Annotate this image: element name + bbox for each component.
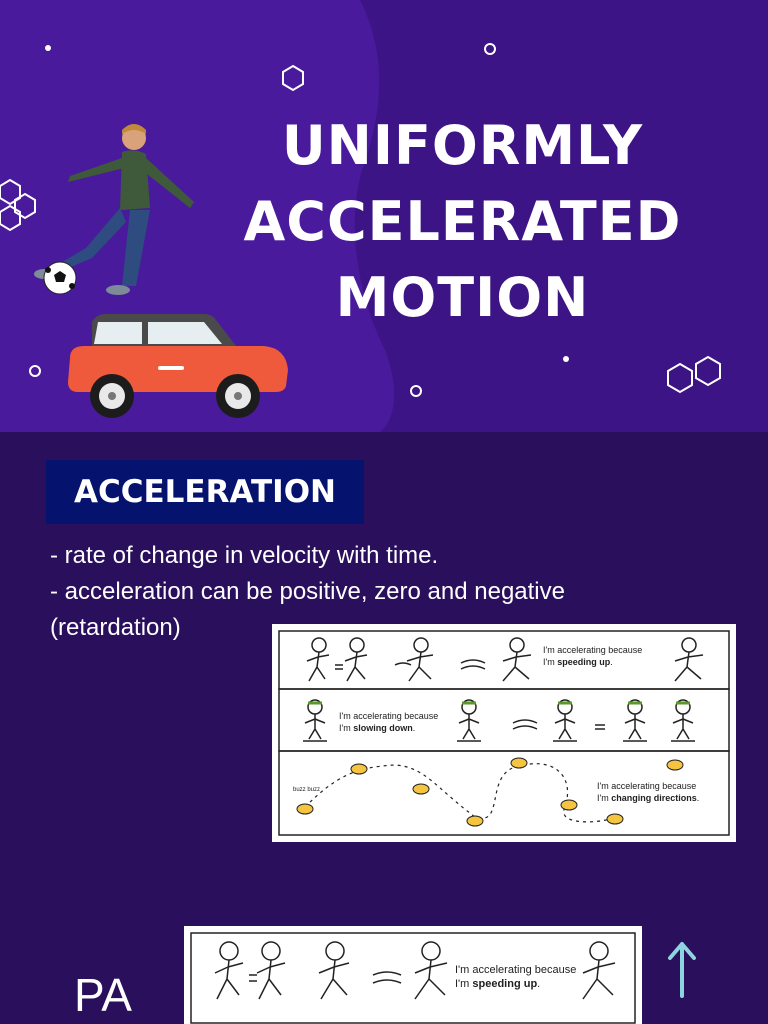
wheel-icon xyxy=(90,374,134,418)
diagram-caption: I'm accelerating because xyxy=(339,711,438,721)
diagram-caption: I'm accelerating because xyxy=(543,645,642,655)
title-line: UNIFORMLY xyxy=(281,114,644,177)
section-heading: ACCELERATION xyxy=(46,460,364,524)
definition-text: - rate of change in velocity with time. … xyxy=(50,538,740,646)
pa-label: PA xyxy=(74,969,132,1021)
red-car-illustration xyxy=(68,314,288,418)
diagram-caption: I'm speeding up. xyxy=(455,978,540,990)
hero-banner: UNIFORMLY ACCELERATED MOTION xyxy=(0,0,768,432)
running-figure-icon xyxy=(306,637,704,682)
hexagon-icon xyxy=(0,64,721,394)
title-line: MOTION xyxy=(335,266,590,329)
boy-kicking-ball-illustration xyxy=(34,124,194,295)
wheel-icon xyxy=(216,374,260,418)
page-title: UNIFORMLY ACCELERATED MOTION xyxy=(190,108,735,336)
acceleration-diagram-partial: I'm accelerating because I'm speeding up… xyxy=(184,926,642,1024)
diagram-caption: I'm accelerating because xyxy=(597,781,696,791)
bee-icon xyxy=(296,757,684,827)
diagram-caption: I'm changing directions. xyxy=(597,793,699,803)
soccer-ball-icon xyxy=(43,261,77,295)
definition-line: - acceleration can be positive, zero and… xyxy=(50,578,565,605)
acceleration-diagram: I'm accelerating because I'm speeding up… xyxy=(272,624,736,842)
definition-line: (retardation) xyxy=(50,614,181,641)
diagram-caption: I'm slowing down. xyxy=(339,723,415,733)
diagram-caption: I'm accelerating because xyxy=(455,964,576,976)
running-figure-icon xyxy=(214,941,616,1000)
buzz-label: buzz buzz xyxy=(293,787,320,793)
skateboarder-icon xyxy=(303,699,695,742)
title-line: ACCELERATED xyxy=(243,190,682,253)
definition-line: - rate of change in velocity with time. xyxy=(50,542,439,569)
up-arrow-icon[interactable] xyxy=(664,940,700,1000)
diagram-caption: I'm speeding up. xyxy=(543,657,613,667)
